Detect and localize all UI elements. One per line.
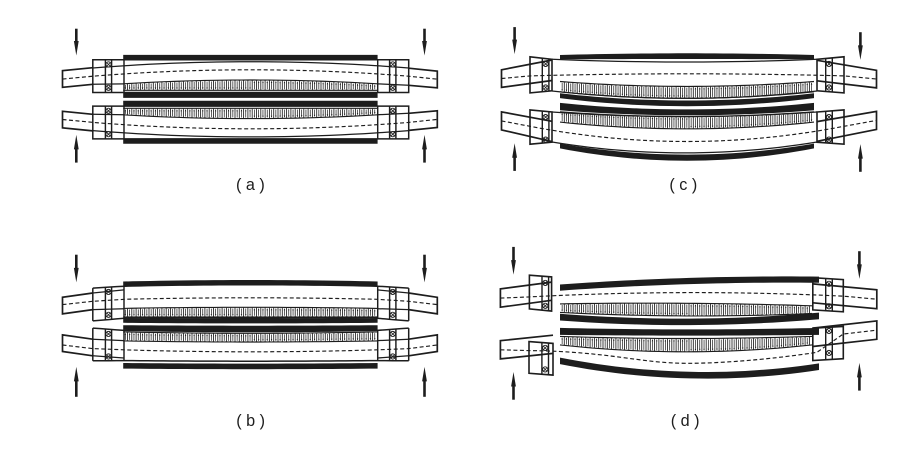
svg-text:( c ): ( c )	[669, 176, 697, 194]
svg-text:( d ): ( d )	[671, 412, 700, 430]
svg-text:( b ): ( b )	[236, 412, 265, 430]
svg-text:( a ): ( a )	[236, 176, 265, 194]
